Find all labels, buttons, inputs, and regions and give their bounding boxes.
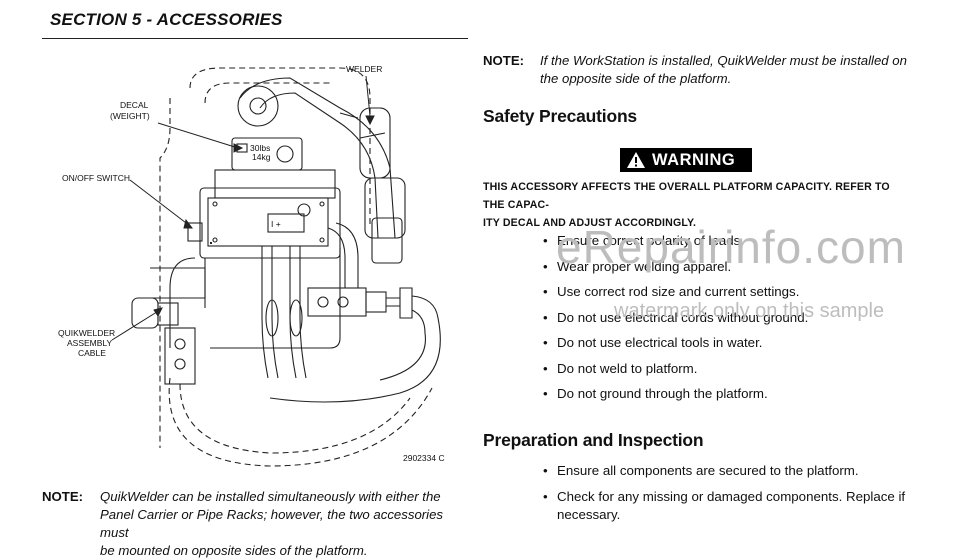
list-item: Do not use electrical tools in water. [543, 330, 808, 356]
note-left-key: NOTE: [42, 489, 84, 504]
list-item: Ensure correct polarity of leads. [543, 228, 808, 254]
list-item: Use correct rod size and current setting… [543, 279, 808, 305]
warning-banner: WARNING [620, 148, 752, 172]
note-left: NOTE: QuikWelder can be installed simult… [42, 488, 472, 558]
list-item-continuation: necessary. [557, 507, 621, 522]
label-decal: DECAL [120, 100, 149, 110]
note-right-key: NOTE: [483, 53, 525, 68]
section-header: SECTION 5 - ACCESSORIES [50, 10, 283, 29]
note-left-line: Panel Carrier or Pipe Racks; however, th… [100, 507, 444, 540]
note-left-line: be mounted on opposite sides of the plat… [100, 543, 368, 558]
label-cable-2: ASSEMBLY [67, 338, 113, 348]
label-cable-3: CABLE [78, 348, 106, 358]
label-cable-1: QUIKWELDER [58, 328, 115, 338]
list-item: Wear proper welding apparel. [543, 254, 808, 280]
list-item: Ensure all components are secured to the… [543, 462, 905, 480]
decal-lbs: 30lbs [250, 143, 270, 153]
warning-label: WARNING [652, 150, 736, 169]
note-right-line: the opposite side of the platform. [540, 71, 732, 86]
list-item: Do not ground through the platform. [543, 381, 808, 407]
warning-triangle-icon [627, 152, 645, 168]
decal-kg: 14kg [252, 152, 271, 162]
label-decal-weight: (WEIGHT) [110, 111, 150, 121]
warning-line: ITY DECAL AND ADJUST ACCORDINGLY. [483, 217, 697, 229]
panel-symbols: I + [271, 219, 281, 229]
prep-list: Ensure all components are secured to the… [543, 462, 905, 524]
note-right-line: If the WorkStation is installed, QuikWel… [540, 53, 907, 68]
safety-list: Ensure correct polarity of leads. Wear p… [543, 228, 808, 407]
quikwelder-diagram: WELDER DECAL (WEIGHT) ON/OFF SWITCH QUIK… [58, 64, 445, 467]
list-item: Do not use electrical cords without grou… [543, 305, 808, 331]
note-left-line: QuikWelder can be installed simultaneous… [100, 489, 441, 504]
prep-heading: Preparation and Inspection [483, 430, 704, 450]
note-right: NOTE: If the WorkStation is installed, Q… [483, 52, 923, 90]
list-item: Check for any missing or damaged compone… [543, 488, 905, 506]
list-item: Do not weld to platform. [543, 356, 808, 382]
safety-heading: Safety Precautions [483, 106, 637, 126]
label-switch: ON/OFF SWITCH [62, 173, 130, 183]
warning-line: THIS ACCESSORY AFFECTS THE OVERALL PLATF… [483, 181, 890, 211]
warning-text: THIS ACCESSORY AFFECTS THE OVERALL PLATF… [483, 178, 913, 232]
figure-number: 2902334 C [403, 453, 445, 463]
header-rule [42, 38, 468, 39]
label-welder: WELDER [346, 64, 382, 74]
